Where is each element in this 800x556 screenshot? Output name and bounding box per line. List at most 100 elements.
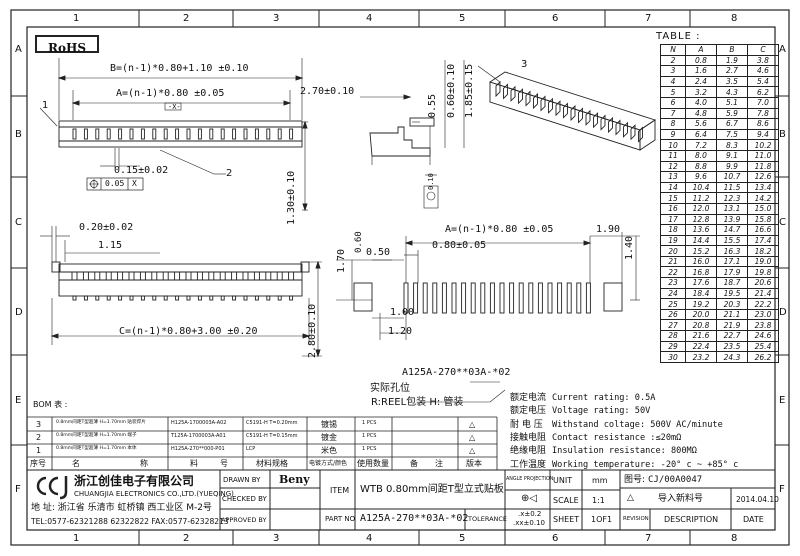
table-cell: 15.8 xyxy=(747,213,779,226)
bom-cell-qty: 1 PCS xyxy=(362,433,377,439)
table-header: C xyxy=(747,44,779,56)
pin-mark xyxy=(254,295,259,301)
item-label: ITEM xyxy=(330,486,350,495)
table-cell: 21.6 xyxy=(685,330,717,342)
table-cell: 12.6 xyxy=(747,171,779,183)
pin-mark xyxy=(277,128,282,140)
spec-label-cn: 接触电阻 xyxy=(510,432,547,443)
table-cell: 17.4 xyxy=(747,234,779,247)
table-cell: 23 xyxy=(660,277,686,289)
table-cell: 4.3 xyxy=(716,86,748,98)
table-cell: 14 xyxy=(660,181,686,194)
company-logo xyxy=(36,476,68,500)
pin-mark xyxy=(518,282,524,314)
rohs-badge: RoHS xyxy=(35,35,99,55)
item-value: WTB 0.80mm间距T型立式贴板 xyxy=(360,484,504,495)
col-label: 5 xyxy=(459,13,466,24)
bom-cell-finish: 镀锡 xyxy=(321,420,337,429)
balloon-2: 2 xyxy=(226,168,233,179)
pin-mark xyxy=(432,282,438,314)
pin-mark xyxy=(503,83,508,100)
drawn-by: Beny xyxy=(279,473,310,486)
pin-mark xyxy=(106,128,111,140)
pin-mark xyxy=(288,271,295,281)
table-cell: 19 xyxy=(660,234,686,247)
row-label: C xyxy=(779,217,786,228)
table-cell: 0.8 xyxy=(685,54,717,67)
pin-mark xyxy=(72,128,77,140)
table-cell: 30 xyxy=(660,351,686,363)
table-cell: 19.2 xyxy=(685,298,717,310)
table-cell: 9.6 xyxy=(685,171,717,183)
rohs-text: RoHS xyxy=(48,41,86,55)
tolerance-label: TOLERANCE xyxy=(468,515,508,523)
table-cell: 7.2 xyxy=(685,139,717,151)
bom-cell-sym: △ xyxy=(469,420,476,429)
table-cell: 8.8 xyxy=(685,160,717,173)
table-cell: 24 xyxy=(660,287,686,300)
pin-mark xyxy=(593,112,598,129)
pin-mark xyxy=(129,295,134,301)
table-cell: 21.4 xyxy=(747,287,779,300)
col-label: 7 xyxy=(645,533,652,544)
col-label: 8 xyxy=(731,533,738,544)
part-code: A125A-270**03A-*02 xyxy=(402,367,511,378)
pin-mark xyxy=(518,88,523,105)
table-cell: 10 xyxy=(660,139,686,151)
row-label: A xyxy=(15,44,22,55)
table-cell: 9.9 xyxy=(716,160,748,173)
pin-mark xyxy=(555,100,561,117)
pin-mark xyxy=(277,295,282,301)
row-label: B xyxy=(15,129,22,140)
pin-mark xyxy=(578,107,583,124)
pin-mark xyxy=(220,128,225,140)
balloon-3: 3 xyxy=(521,59,528,70)
front-view xyxy=(40,226,322,358)
dim-055: 0.55 xyxy=(427,93,438,118)
pin-mark xyxy=(185,271,192,281)
company-tel: TEL:0577-62321288 62322822 FAX:0577-6232… xyxy=(31,517,229,526)
bom-header: 电镀方式/颜色 xyxy=(309,460,348,467)
table-cell: 14.4 xyxy=(685,234,717,247)
table-cell: 5.9 xyxy=(716,107,748,120)
pin-mark xyxy=(537,282,543,314)
revision-label: REVISION xyxy=(623,516,649,522)
pin-mark xyxy=(451,282,457,314)
pin-mark xyxy=(174,271,181,281)
table-cell: 13.4 xyxy=(747,181,779,194)
table-cell: 23.8 xyxy=(747,319,779,332)
pin-mark xyxy=(441,282,447,314)
col-label: 4 xyxy=(366,13,373,24)
bom-cell-mat: C5191-H T=0.15mm xyxy=(246,433,298,439)
spec-value-en: Contact resistance :≤20mΩ xyxy=(552,432,682,443)
pin-mark xyxy=(509,282,515,314)
unit-label: UNIT xyxy=(553,476,573,485)
table-cell: 20.0 xyxy=(685,308,717,321)
pcb-dim-100: 1.00 xyxy=(390,307,415,318)
checked-label: CHECKED BY xyxy=(222,495,267,503)
revision-sym-icon: △ xyxy=(627,493,634,503)
pin-mark xyxy=(152,295,157,301)
partno-label: PART NO xyxy=(325,515,356,523)
table-cell: 6 xyxy=(660,96,686,109)
pin-mark xyxy=(422,282,428,314)
table-cell: 1.9 xyxy=(716,54,748,67)
pin-mark xyxy=(557,282,563,314)
pin-mark xyxy=(209,128,214,140)
company-address: 地 址: 浙江省 乐清市 虹桥镇 西工业区 M-2号 xyxy=(31,503,212,513)
